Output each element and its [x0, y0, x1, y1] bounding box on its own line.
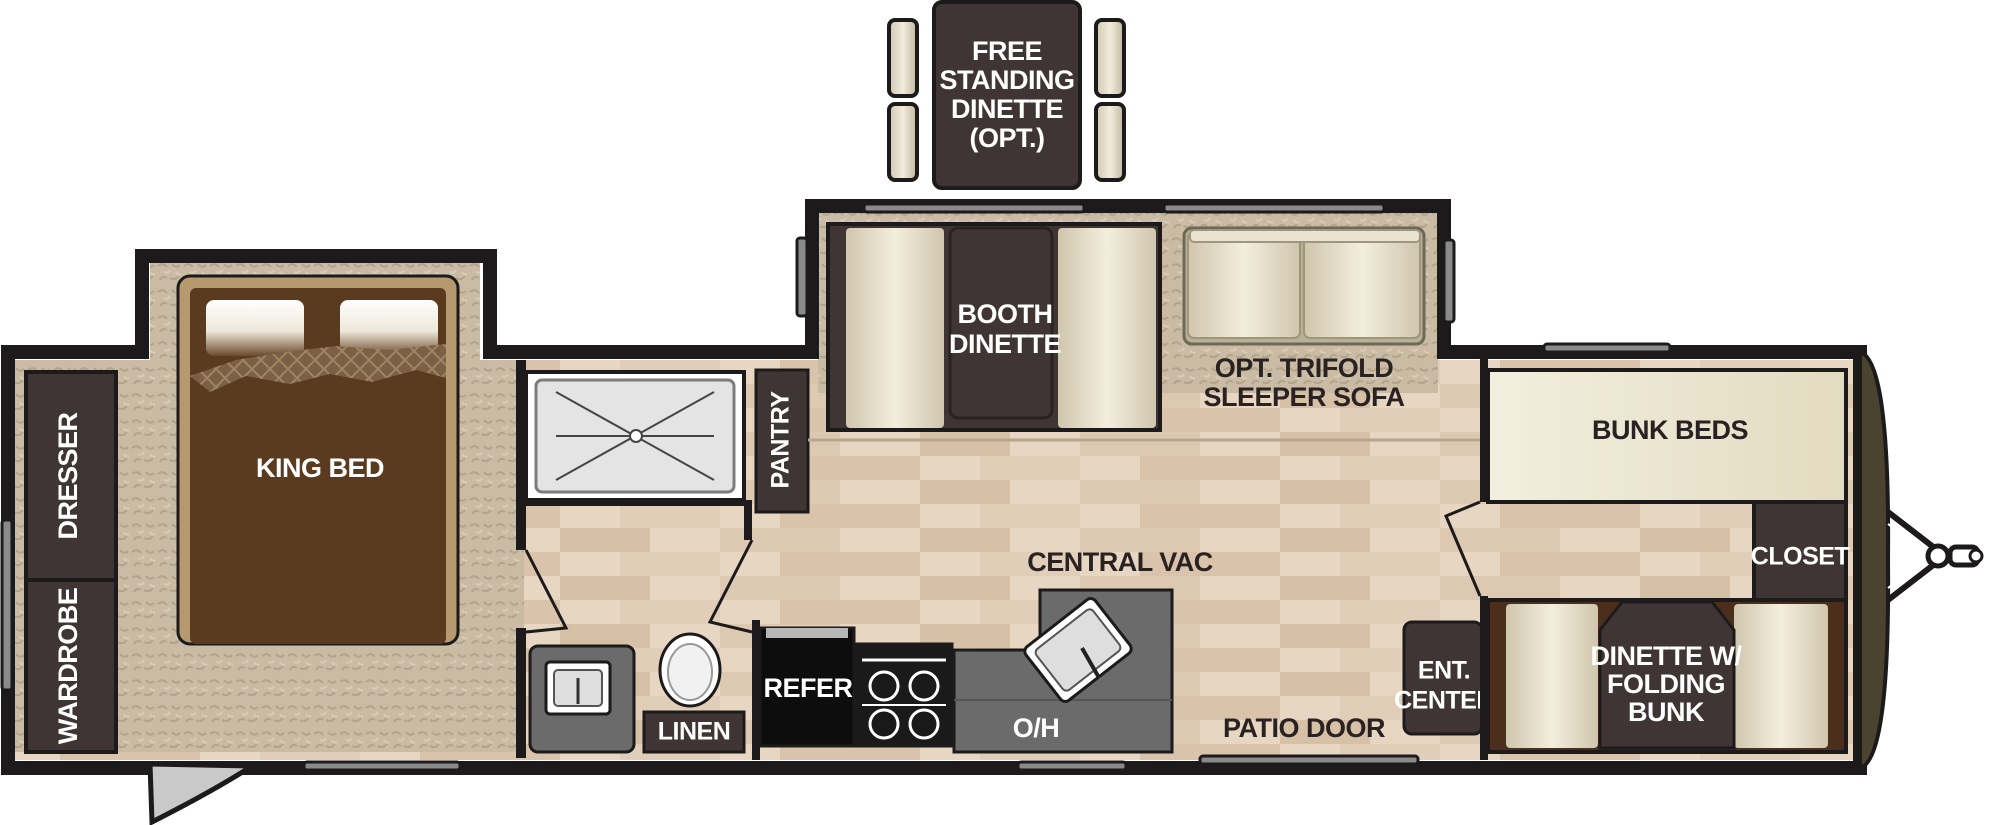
dinette-bunk-label-3: BUNK	[1628, 697, 1705, 727]
ent-center-label-1: ENT.	[1418, 657, 1470, 685]
dresser-label: DRESSER	[53, 412, 83, 539]
sleeper-sofa-label-1: OPT. TRIFOLD	[1215, 353, 1394, 383]
bedroom: DRESSER WARDROBE KING BED	[24, 274, 526, 758]
burner-icon	[868, 708, 900, 740]
free-standing-dinette-label-4: (OPT.)	[970, 123, 1045, 153]
ent-center-label-2: CENTER	[1394, 687, 1494, 715]
free-standing-dinette: FREE STANDING DINETTE (OPT.)	[887, 0, 1126, 190]
dinette-bunk-label-2: FOLDING	[1607, 669, 1725, 699]
burner-icon	[908, 708, 940, 740]
free-standing-dinette-label-3: DINETTE	[951, 94, 1063, 124]
burner-icon	[868, 670, 900, 702]
oh-label: O/H	[1013, 713, 1060, 743]
king-bed-label: KING BED	[256, 453, 384, 483]
wardrobe-label: WARDROBE	[53, 588, 83, 745]
pantry-label: PANTRY	[767, 391, 795, 489]
kitchen: REFER O/H	[758, 588, 1174, 754]
refer-label: REFER	[763, 673, 852, 703]
central-vac-label: CENTRAL VAC	[1027, 547, 1213, 577]
closet-label: CLOSET	[1751, 543, 1850, 571]
bunk-beds-label: BUNK BEDS	[1592, 415, 1748, 445]
free-standing-dinette-label-2: STANDING	[940, 65, 1075, 95]
dinette-bunk-label-1: DINETTE W/	[1591, 641, 1743, 671]
burner-icon	[908, 670, 940, 702]
booth-dinette: BOOTH DINETTE	[826, 222, 1162, 432]
booth-dinette-label-2: DINETTE	[949, 329, 1061, 359]
patio-door-label: PATIO DOOR	[1223, 713, 1385, 743]
sleeper-sofa: OPT. TRIFOLD SLEEPER SOFA	[1182, 226, 1426, 412]
bunk-room: BUNK BEDS CLOSET DINETTE W/ FOLDING BUNK	[1444, 352, 1850, 760]
entertainment-center: ENT. CENTER	[1394, 620, 1495, 736]
sleeper-sofa-label-2: SLEEPER SOFA	[1203, 382, 1404, 412]
linen-label: LINEN	[658, 718, 731, 746]
booth-dinette-label-1: BOOTH	[958, 299, 1053, 329]
pantry: PANTRY	[754, 368, 810, 514]
bathroom: LINEN	[524, 370, 760, 760]
free-standing-dinette-label-1: FREE	[972, 36, 1042, 66]
